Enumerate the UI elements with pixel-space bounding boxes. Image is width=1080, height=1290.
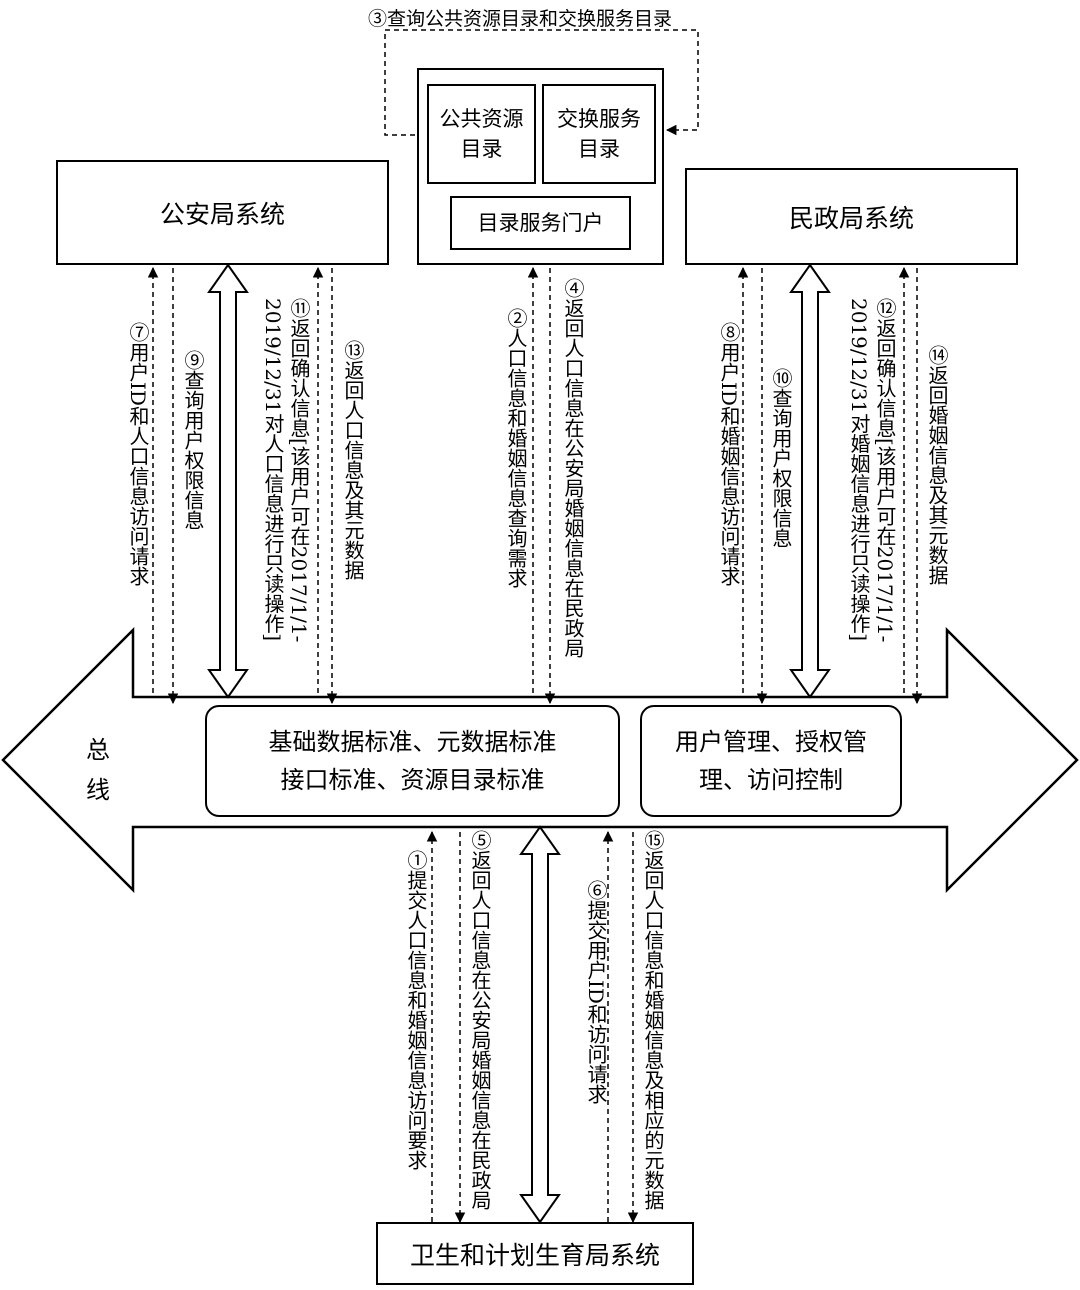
public-resource-catalog: 公共资源 目录 (427, 84, 536, 184)
flow-11-label: ⑪返回确认信息[该用户可在2017/1/1- 2019/12/31对人口信息进行… (261, 298, 311, 643)
flow-10-label: ⑩查询用户权限信息 (769, 368, 793, 548)
query-catalog-loop (384, 29, 699, 136)
standards-line-2: 接口标准、资源目录标准 (280, 766, 545, 794)
flow-14-label: ⑭返回婚姻信息及其元数据 (925, 345, 949, 585)
public-resource-line-1: 公共资源 (439, 106, 524, 131)
standards-line-1: 基础数据标准、元数据标准 (268, 727, 557, 756)
exchange-service-catalog: 交换服务 目录 (542, 84, 656, 184)
flow-1-label: ①提交人口信息和婚姻信息访问要求 (404, 850, 428, 1170)
bus-label-top: 总 (86, 736, 110, 764)
management-line-1: 用户管理、授权管 (675, 727, 867, 756)
flow-7-label: ⑦用户ID和人口信息访问请求 (126, 322, 150, 586)
flow-5-label: ⑤返回人口信息在公安局婚姻信息在民政局 (468, 830, 492, 1210)
public-resource-line-2: 目录 (460, 137, 503, 161)
management-box: 用户管理、授权管 理、访问控制 (640, 705, 902, 817)
bus-label-bottom: 线 (86, 776, 110, 804)
flow-15-label: ⑮返回人口信息和婚姻信息及相应的元数据 (641, 830, 665, 1210)
flow-12-label: ⑫返回确认信息[该用户可在2017/1/1- 2019/12/31对婚姻信息进行… (847, 298, 897, 643)
civil-affairs-system: 民政局系统 (685, 168, 1018, 265)
exchange-service-line-2: 目录 (578, 137, 620, 161)
public-security-system: 公安局系统 (56, 160, 389, 265)
flow-4-label: ④返回人口信息在公安局婚姻信息在民政局 (561, 278, 585, 658)
query-catalog-label: ③查询公共资源目录和交换服务目录 (368, 8, 673, 30)
flow-13-label: ⑬返回人口信息及其元数据 (341, 340, 365, 580)
double-arrow-health (519, 825, 561, 1224)
exchange-service-line-1: 交换服务 (557, 106, 641, 131)
double-arrow-civil-affairs (789, 263, 831, 699)
flow-9-label: ⑨查询用户权限信息 (181, 350, 205, 530)
flow-2-label: ②人口信息和婚姻信息查询需求 (504, 308, 528, 588)
health-family-planning-system: 卫生和计划生育局系统 (376, 1222, 694, 1285)
flow-8-label: ⑧用户ID和婚姻信息访问请求 (717, 322, 741, 586)
management-line-2: 理、访问控制 (699, 766, 843, 794)
standards-box: 基础数据标准、元数据标准 接口标准、资源目录标准 (205, 705, 620, 817)
double-arrow-public-security (207, 263, 249, 699)
catalog-service-portal: 目录服务门户 (450, 196, 631, 250)
flow-6-label: ⑥提交用户ID和访问请求 (584, 880, 608, 1104)
